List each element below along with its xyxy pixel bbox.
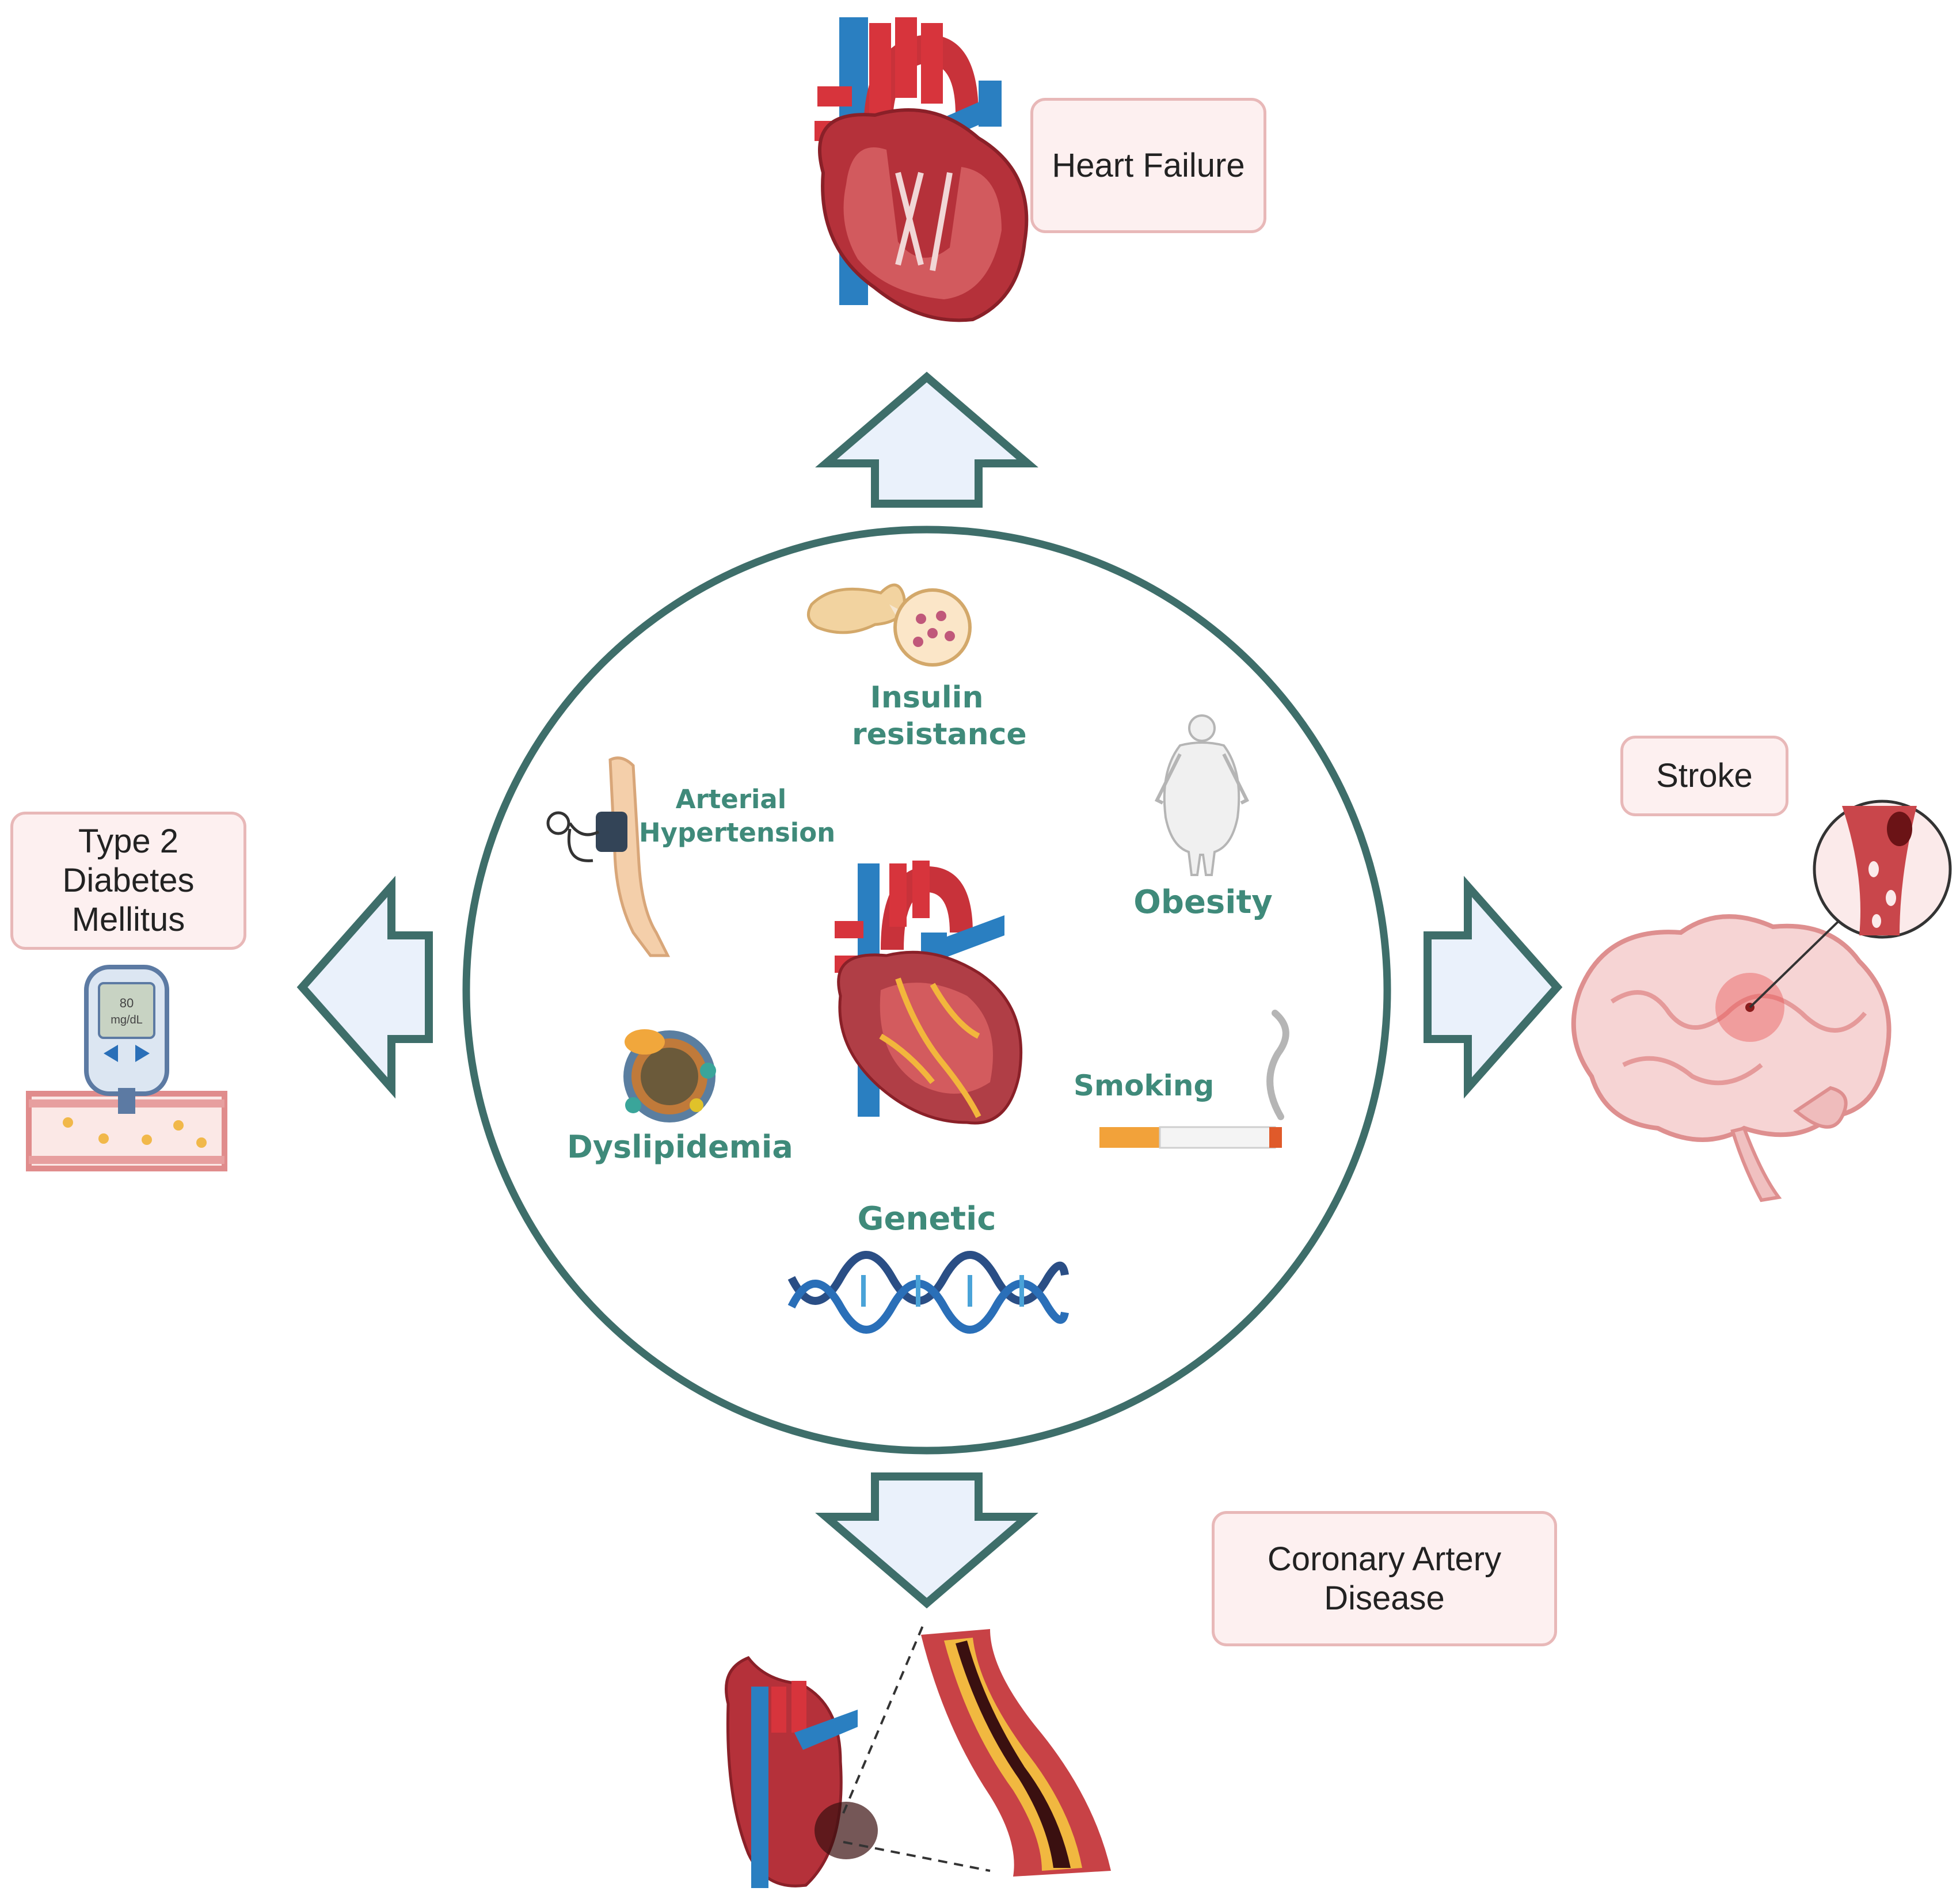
hypertension-line-1: Arterial [675, 784, 787, 815]
insulin-line-2: resistance [852, 717, 1027, 752]
arrow-up [815, 371, 1038, 508]
brain-icon [1571, 908, 1892, 1202]
dyslipidemia-label: Dyslipidemia [567, 1129, 793, 1165]
stroke-box: Stroke [1620, 736, 1788, 816]
obesity-body-icon [1154, 714, 1250, 876]
insulin-resistance-label: Insulin resistance [852, 679, 1027, 753]
plaque-artery-icon [725, 1623, 1111, 1888]
diabetes-line-1: Type 2 [78, 823, 179, 860]
cad-line-1: Coronary Artery [1267, 1540, 1502, 1578]
cad-box: Coronary Artery Disease [1212, 1511, 1557, 1646]
pancreas-icon [806, 583, 972, 667]
glucometer-icon: 80 mg/dL [26, 965, 227, 1171]
heart-failure-label: Heart Failure [1052, 146, 1245, 184]
dna-icon [787, 1251, 1069, 1334]
arrow-down [815, 1472, 1038, 1609]
cad-line-2: Disease [1324, 1579, 1445, 1617]
blood-pressure-arm-icon [546, 756, 671, 957]
smoking-label: Smoking [1074, 1069, 1215, 1102]
blood-vessel-icon [1813, 800, 1952, 939]
genetic-label: Genetic [857, 1200, 996, 1238]
arrow-left [296, 876, 433, 1099]
cigarette-icon [1099, 1010, 1289, 1149]
hypertension-line-2: Hypertension [639, 817, 836, 848]
lipoprotein-icon [623, 1029, 716, 1122]
heart-icon [835, 861, 1023, 1125]
arrow-right [1424, 876, 1563, 1099]
diabetes-line-3: Mellitus [71, 901, 185, 938]
insulin-line-1: Insulin [870, 680, 984, 715]
diabetes-line-2: Diabetes [62, 862, 195, 899]
diabetes-box: Type 2 Diabetes Mellitus [10, 812, 246, 950]
arrows [296, 371, 1563, 1609]
heart-anatomy-icon [815, 17, 1029, 322]
glucometer-value: 80 [120, 996, 134, 1010]
arterial-hypertension-label: Arterial Hypertension [639, 783, 836, 850]
glucometer-unit: mg/dL [111, 1014, 143, 1026]
stroke-label: Stroke [1656, 757, 1753, 794]
heart-failure-box: Heart Failure [1030, 98, 1266, 233]
obesity-label: Obesity [1133, 884, 1273, 921]
